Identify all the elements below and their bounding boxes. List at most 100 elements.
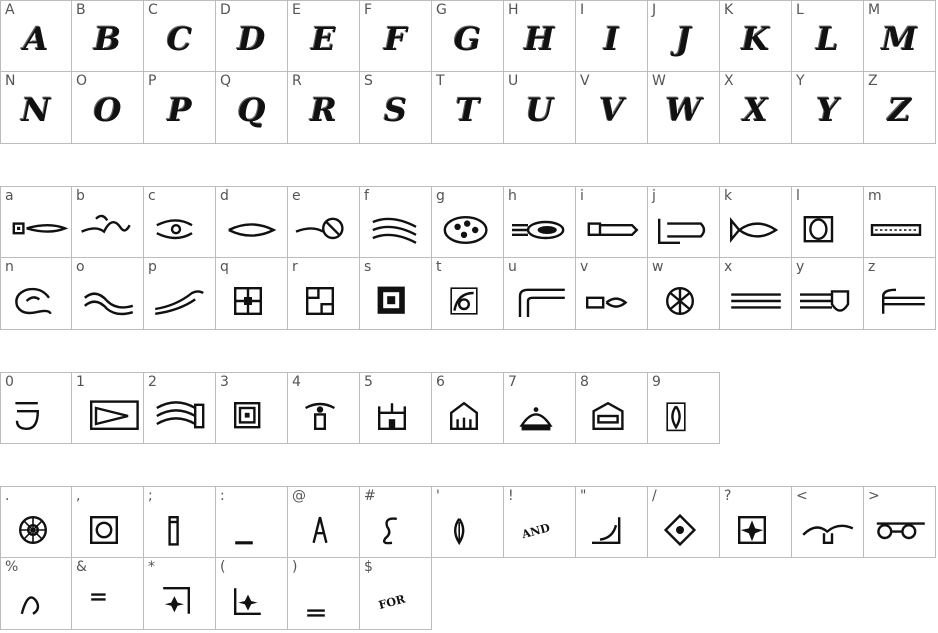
digit-cell: 2: [144, 372, 216, 444]
glyph-key-label: <: [796, 488, 808, 504]
corner-flourish-ornament-icon: [584, 507, 640, 553]
blackletter-glyph: V: [599, 91, 624, 129]
glyph-key-label: .: [5, 488, 10, 504]
glyph-key-label: 7: [508, 374, 517, 390]
lowercase-cell: x: [720, 258, 792, 330]
glyph-key-label: 9: [652, 374, 661, 390]
digit-cell: 0: [0, 372, 72, 444]
glyph-key-label: Q: [220, 73, 232, 89]
glyph-key-label: w: [652, 259, 664, 275]
glyph-key-label: z: [868, 259, 876, 275]
pillar-ornament-icon: [152, 507, 208, 553]
glyph-key-label: 5: [364, 374, 373, 390]
glyph-key-label: c: [148, 188, 156, 204]
lens-swash-ornament-icon: [224, 207, 280, 253]
glyph-key-label: Y: [796, 73, 805, 89]
wave-banner-ornament-icon: [152, 393, 208, 439]
glyph-key-label: N: [5, 73, 16, 89]
glyph-key-label: p: [148, 259, 157, 275]
lowercase-cell: d: [216, 186, 288, 258]
glyph-key-label: g: [436, 188, 445, 204]
double-line-ornament-icon: [296, 578, 352, 624]
glyph-key-label: 3: [220, 374, 229, 390]
glyph-key-label: C: [148, 2, 158, 18]
lowercase-cell: w: [648, 258, 720, 330]
symbol-cell: ": [576, 486, 648, 558]
digit-cell: 7: [504, 372, 576, 444]
shield-lines-ornament-icon: [800, 278, 856, 324]
glyph-key-label: X: [724, 73, 734, 89]
symbol-cell: *: [144, 558, 216, 630]
blackletter-glyph: E: [311, 20, 336, 58]
triple-line-ornament-icon: [728, 278, 784, 324]
the-word-ornament-icon: [9, 578, 65, 624]
glyph-key-label: 8: [580, 374, 589, 390]
glyph-key-label: d: [220, 188, 229, 204]
glyph-key-label: V: [580, 73, 590, 89]
symbol-cell: ,: [72, 486, 144, 558]
lowercase-cell: b: [72, 186, 144, 258]
digit-cell: 3: [216, 372, 288, 444]
glyph-key-label: T: [436, 73, 445, 89]
lowercase-cell: a: [0, 186, 72, 258]
glyph-key-label: I: [580, 2, 585, 18]
symbol-cell: /: [648, 486, 720, 558]
blackletter-glyph: H: [524, 20, 555, 58]
glyph-key-label: r: [292, 259, 298, 275]
ampersand-ornament-icon: [368, 507, 424, 553]
lattice-square-ornament-icon: [224, 278, 280, 324]
framed-star-ornament-icon: [728, 507, 784, 553]
glyph-key-label: D: [220, 2, 231, 18]
scroll-swirl-ornament-icon: [80, 207, 136, 253]
lowercase-cell: p: [144, 258, 216, 330]
glyph-key-label: ": [580, 488, 587, 504]
lowercase-cell: k: [720, 186, 792, 258]
blackletter-glyph: A: [23, 20, 49, 58]
lowercase-cell: g: [432, 186, 504, 258]
border-strip-ornament-icon: [870, 207, 928, 253]
blade-ornament-icon: [584, 207, 640, 253]
blackletter-glyph: Y: [816, 91, 839, 129]
wave-lines-ornament-icon: [368, 207, 424, 253]
glyph-key-label: k: [724, 188, 733, 204]
symbol-cell: (: [216, 558, 288, 630]
blackletter-glyph: J: [675, 20, 692, 58]
glyph-key-label: M: [868, 2, 881, 18]
glyph-key-label: @: [292, 488, 306, 504]
glyph-key-label: q: [220, 259, 229, 275]
symbols-grid: .,;:@#'!AND"/?<>%&*()$FOR: [0, 486, 936, 630]
blackletter-glyph: W: [665, 91, 702, 129]
blackletter-glyph: F: [384, 20, 407, 58]
lowercase-cell: r: [288, 258, 360, 330]
lowercase-cell: m: [864, 186, 936, 258]
glyph-key-label: G: [436, 2, 447, 18]
striped-oval-ornament-icon: [512, 207, 568, 253]
corner-star-ornament-icon: [152, 578, 208, 624]
glyph-key-label: m: [868, 188, 882, 204]
glyph-key-label: n: [5, 259, 14, 275]
glyph-key-label: l: [796, 188, 800, 204]
glyph-key-label: K: [724, 2, 734, 18]
glyph-key-label: i: [580, 188, 584, 204]
blackletter-glyph: N: [21, 91, 51, 129]
figure-arch-ornament-icon: [296, 393, 352, 439]
lowercase-cell: y: [792, 258, 864, 330]
symbol-cell: ?: [720, 486, 792, 558]
lowercase-cell: s: [360, 258, 432, 330]
fish-ornament-icon: [728, 207, 784, 253]
meander-square-ornament-icon: [296, 278, 352, 324]
lowercase-cell: f: [360, 186, 432, 258]
lowercase-cell: t: [432, 258, 504, 330]
glyph-key-label: E: [292, 2, 301, 18]
glyph-key-label: t: [436, 259, 442, 275]
glyph-key-label: ': [436, 488, 440, 504]
castle-ornament-icon: [368, 393, 424, 439]
